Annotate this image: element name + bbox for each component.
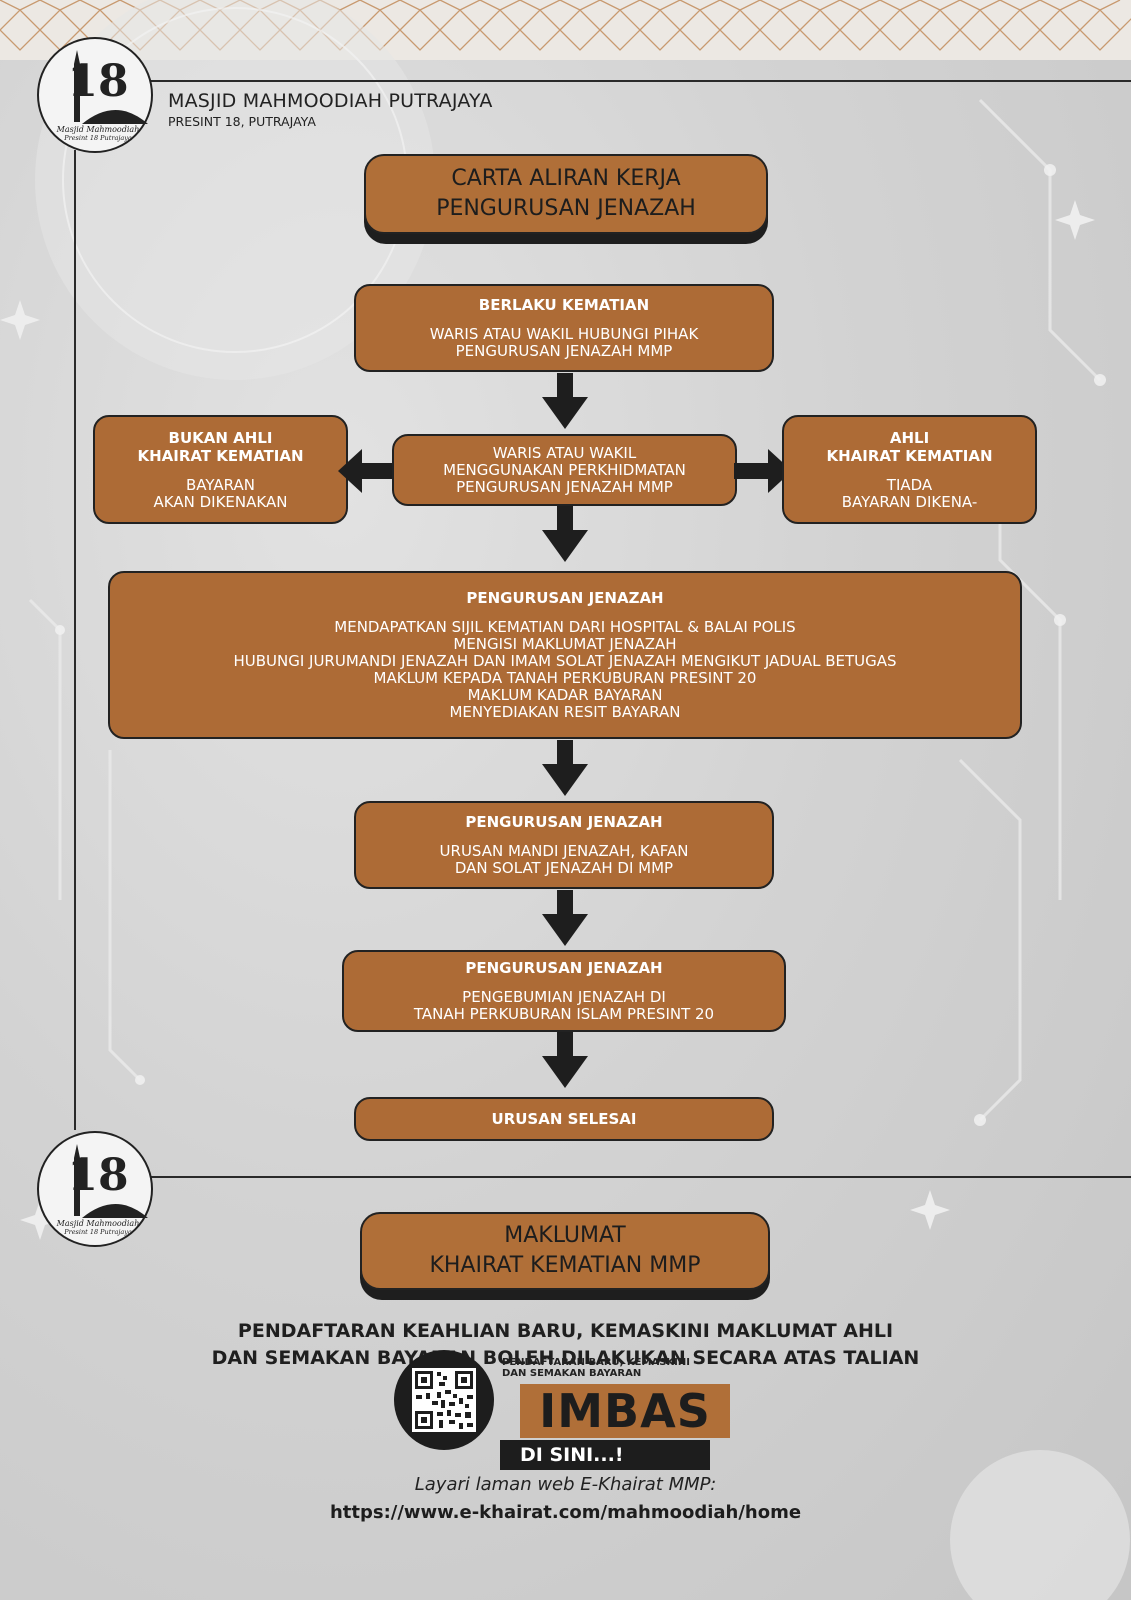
flowchart-title: CARTA ALIRAN KERJA PENGURUSAN JENAZAH <box>364 154 768 234</box>
svg-text:Presint 18 Putrajaya: Presint 18 Putrajaya <box>63 134 132 142</box>
step-burial: PENGURUSAN JENAZAH PENGEBUMIAN JENAZAH D… <box>342 950 786 1032</box>
step-heading: PENGURUSAN JENAZAH <box>466 589 664 607</box>
step-text: URUSAN MANDI JENAZAH, KAFAN <box>439 842 689 860</box>
svg-text:Presint 18 Putrajaya: Presint 18 Putrajaya <box>63 1228 132 1236</box>
arrow-down-icon <box>542 506 588 562</box>
branch-text: BAYARAN <box>186 475 255 494</box>
step-heading: BERLAKU KEMATIAN <box>478 296 650 314</box>
step-text: WARIS ATAU WAKIL <box>492 443 637 462</box>
scan-caption: PENDAFTARAN BARU, KEMASKINI DAN SEMAKAN … <box>502 1357 690 1379</box>
mosque-logo: 18 Masjid Mahmoodiah Presint 18 Putrajay… <box>37 37 153 153</box>
arrow-right-icon <box>734 449 792 493</box>
online-notice-line: DAN SEMAKAN BAYARAN BOLEH DILAKUKAN SECA… <box>211 1347 920 1369</box>
flowchart-title-line2: PENGURUSAN JENAZAH <box>436 196 696 221</box>
step-text: PENGURUSAN JENAZAH MMP <box>456 477 673 496</box>
step-text: TANAH PERKUBURAN ISLAM PRESINT 20 <box>413 1005 715 1023</box>
step-funeral-management: PENGURUSAN JENAZAH MENDAPATKAN SIJIL KEM… <box>108 571 1022 739</box>
step-text: PENGURUSAN JENAZAH MMP <box>455 342 673 360</box>
step-text: PENGEBUMIAN JENAZAH DI <box>462 988 666 1006</box>
step-heading: URUSAN SELESAI <box>491 1110 637 1128</box>
step-text: HUBUNGI JURUMANDI JENAZAH DAN IMAM SOLAT… <box>233 652 897 670</box>
website-url-link[interactable]: https://www.e-khairat.com/mahmoodiah/hom… <box>329 1502 802 1523</box>
step-heading: PENGURUSAN JENAZAH <box>465 813 663 831</box>
scan-label: IMBAS <box>520 1384 730 1438</box>
step-text: MAKLUM KADAR BAYARAN <box>467 686 663 704</box>
step-text: WARIS ATAU WAKIL HUBUNGI PIHAK <box>429 325 699 343</box>
step-text: MENDAPATKAN SIJIL KEMATIAN DARI HOSPITAL… <box>334 618 796 636</box>
scan-caption-line: PENDAFTARAN BARU, KEMASKINI <box>502 1357 690 1368</box>
org-name: MASJID MAHMOODIAH PUTRAJAYA <box>168 90 493 112</box>
step-bathing-shroud-prayer: PENGURUSAN JENAZAH URUSAN MANDI JENAZAH,… <box>354 801 774 889</box>
arrow-left-icon <box>338 449 396 493</box>
step-text: MENGISI MAKLUMAT JENAZAH <box>453 635 677 653</box>
branch-text: TIADA <box>886 475 933 494</box>
svg-text:Masjid Mahmoodiah: Masjid Mahmoodiah <box>56 125 140 134</box>
svg-text:18: 18 <box>67 1150 128 1201</box>
branch-heading: KHAIRAT KEMATIAN <box>137 446 304 465</box>
arrow-down-icon <box>542 1032 588 1088</box>
branch-heading: AHLI <box>889 428 930 447</box>
flowchart-title-line1: CARTA ALIRAN KERJA <box>451 166 681 191</box>
qr-code-badge[interactable] <box>394 1350 494 1450</box>
svg-text:Masjid Mahmoodiah: Masjid Mahmoodiah <box>56 1219 140 1228</box>
arrow-down-icon <box>542 373 588 429</box>
info-title: MAKLUMAT KHAIRAT KEMATIAN MMP <box>360 1212 770 1290</box>
org-address: PRESINT 18, PUTRAJAYA <box>168 114 316 129</box>
svg-text:18: 18 <box>67 56 128 107</box>
step-complete: URUSAN SELESAI <box>354 1097 774 1141</box>
arrow-down-icon <box>542 740 588 796</box>
website-label: Layari laman web E-Khairat MMP: <box>414 1474 717 1495</box>
info-title-line2: KHAIRAT KEMATIAN MMP <box>429 1253 701 1278</box>
step-text: DAN SOLAT JENAZAH DI MMP <box>454 859 674 877</box>
step-text: MAKLUM KEPADA TANAH PERKUBURAN PRESINT 2… <box>373 669 757 687</box>
qr-code-icon <box>412 1368 476 1432</box>
frame-middle-line <box>150 1176 1131 1178</box>
frame-top-line <box>148 80 1131 82</box>
step-death-occurs: BERLAKU KEMATIAN WARIS ATAU WAKIL HUBUNG… <box>354 284 774 372</box>
step-use-service: WARIS ATAU WAKIL MENGGUNAKAN PERKHIDMATA… <box>392 434 737 506</box>
branch-text: AKAN DIKENAKAN <box>153 492 288 511</box>
branch-heading: BUKAN AHLI <box>168 428 273 447</box>
branch-non-member: BUKAN AHLI KHAIRAT KEMATIAN BAYARAN AKAN… <box>93 415 348 524</box>
step-text: MENYEDIAKAN RESIT BAYARAN <box>449 703 681 721</box>
online-notice-line: PENDAFTARAN KEAHLIAN BARU, KEMASKINI MAK… <box>237 1320 894 1342</box>
scan-here-label: DI SINI...! <box>500 1440 710 1470</box>
branch-heading: KHAIRAT KEMATIAN <box>826 446 993 465</box>
mosque-logo-bottom: 18 Masjid Mahmoodiah Presint 18 Putrajay… <box>37 1131 153 1247</box>
frame-left-line <box>74 150 76 1130</box>
online-notice: PENDAFTARAN KEAHLIAN BARU, KEMASKINI MAK… <box>0 1318 1131 1372</box>
step-text: MENGGUNAKAN PERKHIDMATAN <box>443 460 686 479</box>
branch-text: BAYARAN DIKENA- <box>841 492 978 511</box>
scan-caption-line: DAN SEMAKAN BAYARAN <box>502 1368 642 1379</box>
step-heading: PENGURUSAN JENAZAH <box>465 959 663 977</box>
branch-member: AHLI KHAIRAT KEMATIAN TIADA BAYARAN DIKE… <box>782 415 1037 524</box>
arrow-down-icon <box>542 890 588 946</box>
info-title-line1: MAKLUMAT <box>504 1223 626 1248</box>
